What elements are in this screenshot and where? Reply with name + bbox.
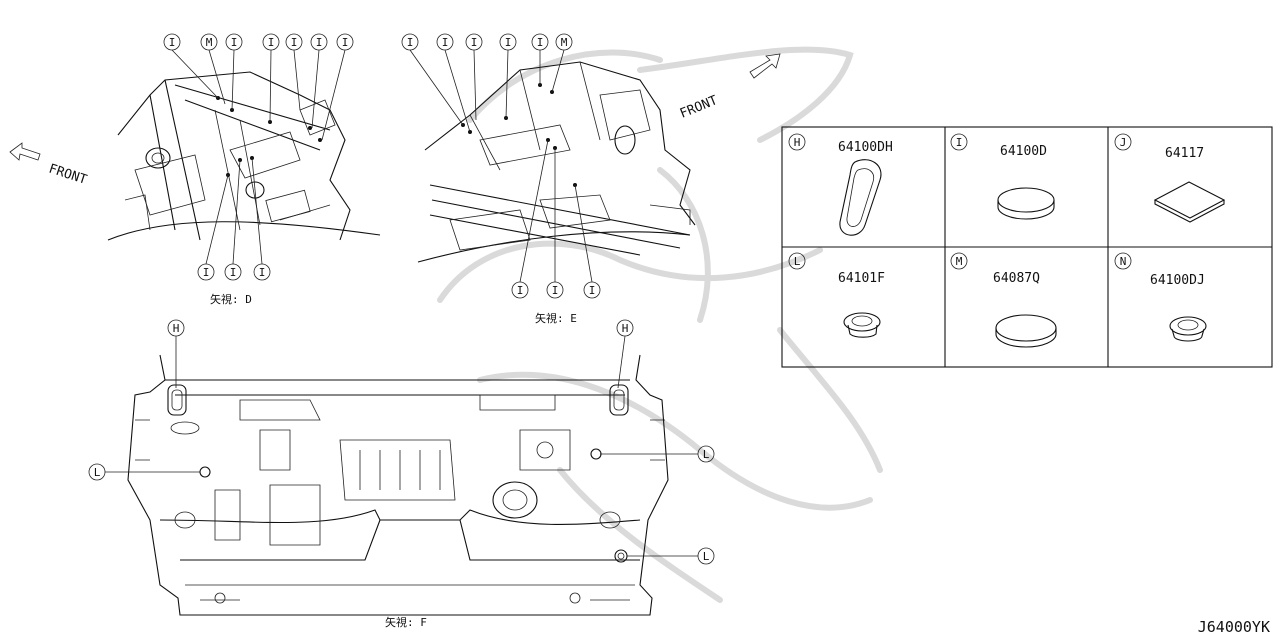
svg-text:I: I (442, 36, 449, 49)
part-cell-j: J 64117 (1114, 133, 1226, 223)
svg-text:J: J (1120, 136, 1127, 149)
diagram-code: J64000YK (1198, 618, 1270, 636)
grommet-icon (843, 312, 881, 338)
callout-m: M (555, 33, 573, 51)
callout-i: I (465, 33, 483, 51)
svg-text:I: I (259, 266, 266, 279)
front-arrow-d: FRONT (9, 142, 89, 188)
svg-text:I: I (268, 36, 275, 49)
view-f-caption: 矢視: F (385, 615, 427, 629)
callout-i: I (285, 33, 303, 51)
svg-text:L: L (703, 448, 710, 461)
part-number: 64087Q (993, 271, 1040, 286)
part-number: 64117 (1165, 146, 1204, 161)
callout-h: H (616, 319, 634, 337)
view-f-leader-lines (105, 335, 698, 557)
view-d-leader-lines (171, 49, 346, 265)
view-d: I M I I I I I I I I FRONT 矢視: D (9, 33, 381, 306)
callout-i: I (336, 33, 354, 51)
callout-i: I (401, 33, 419, 51)
part-cell-h: H 64100DH (788, 133, 893, 236)
callout-i: I (262, 33, 280, 51)
disc-icon (997, 187, 1055, 220)
part-number: 64100DH (838, 140, 893, 155)
svg-text:L: L (703, 550, 710, 563)
part-number: 64100DJ (1150, 273, 1205, 288)
parts-table: H 64100DH I 64100D J 64117 (781, 126, 1273, 368)
callout-i: I (499, 33, 517, 51)
callout-l: L (697, 547, 715, 565)
svg-text:I: I (537, 36, 544, 49)
svg-text:FRONT: FRONT (678, 93, 720, 122)
square-pad-icon (1153, 181, 1226, 223)
svg-text:M: M (956, 255, 963, 268)
svg-text:I: I (517, 284, 524, 297)
part-number: 64101F (838, 271, 885, 286)
callout-i: I (225, 33, 243, 51)
view-e-caption: 矢視: E (535, 311, 577, 325)
disc-icon (995, 314, 1057, 348)
svg-text:I: I (316, 36, 323, 49)
view-e-body-drawing (417, 61, 696, 263)
svg-text:H: H (622, 322, 629, 335)
svg-text:I: I (407, 36, 414, 49)
callout-i: I (436, 33, 454, 51)
callout-i: I (531, 33, 549, 51)
part-number: 64100D (1000, 144, 1047, 159)
svg-text:L: L (794, 255, 801, 268)
callout-i: I (253, 263, 271, 281)
svg-text:FRONT: FRONT (47, 162, 89, 188)
svg-text:I: I (230, 266, 237, 279)
svg-text:I: I (956, 136, 963, 149)
svg-text:I: I (505, 36, 512, 49)
callout-m: M (200, 33, 218, 51)
view-d-callouts: I M I I I I I I I I (163, 33, 354, 281)
oval-ring-icon (839, 159, 882, 236)
svg-text:I: I (169, 36, 176, 49)
svg-text:N: N (1120, 255, 1127, 268)
svg-text:M: M (561, 36, 568, 49)
callout-i: I (511, 281, 529, 299)
svg-text:I: I (589, 284, 596, 297)
callout-i: I (163, 33, 181, 51)
svg-text:I: I (231, 36, 238, 49)
view-d-caption: 矢視: D (210, 292, 252, 306)
part-cell-i: I 64100D (950, 133, 1055, 220)
callout-i: I (197, 263, 215, 281)
callout-i: I (583, 281, 601, 299)
callout-i: I (546, 281, 564, 299)
grommet-icon (1169, 316, 1207, 342)
svg-text:I: I (471, 36, 478, 49)
svg-text:H: H (794, 136, 801, 149)
view-e-leader-lines (409, 49, 593, 283)
part-cell-n: N 64100DJ (1114, 252, 1207, 342)
callout-l: L (697, 445, 715, 463)
view-f: H H L L L 矢視: F (88, 319, 715, 629)
svg-text:I: I (552, 284, 559, 297)
callout-i: I (224, 263, 242, 281)
view-f-body-drawing (127, 354, 669, 616)
view-d-body-drawing (107, 71, 381, 241)
view-e-callouts: I I I I I M I I I (401, 33, 601, 299)
svg-text:M: M (206, 36, 213, 49)
part-cell-l: L 64101F (788, 252, 885, 338)
watermark-emblem (437, 46, 883, 603)
view-f-callouts: H H L L L (88, 319, 715, 565)
svg-text:I: I (203, 266, 210, 279)
callout-h: H (167, 319, 185, 337)
svg-text:H: H (173, 322, 180, 335)
svg-text:I: I (342, 36, 349, 49)
part-cell-m: M 64087Q (950, 252, 1057, 348)
callout-l: L (88, 463, 106, 481)
svg-text:L: L (94, 466, 101, 479)
callout-i: I (310, 33, 328, 51)
svg-text:I: I (291, 36, 298, 49)
